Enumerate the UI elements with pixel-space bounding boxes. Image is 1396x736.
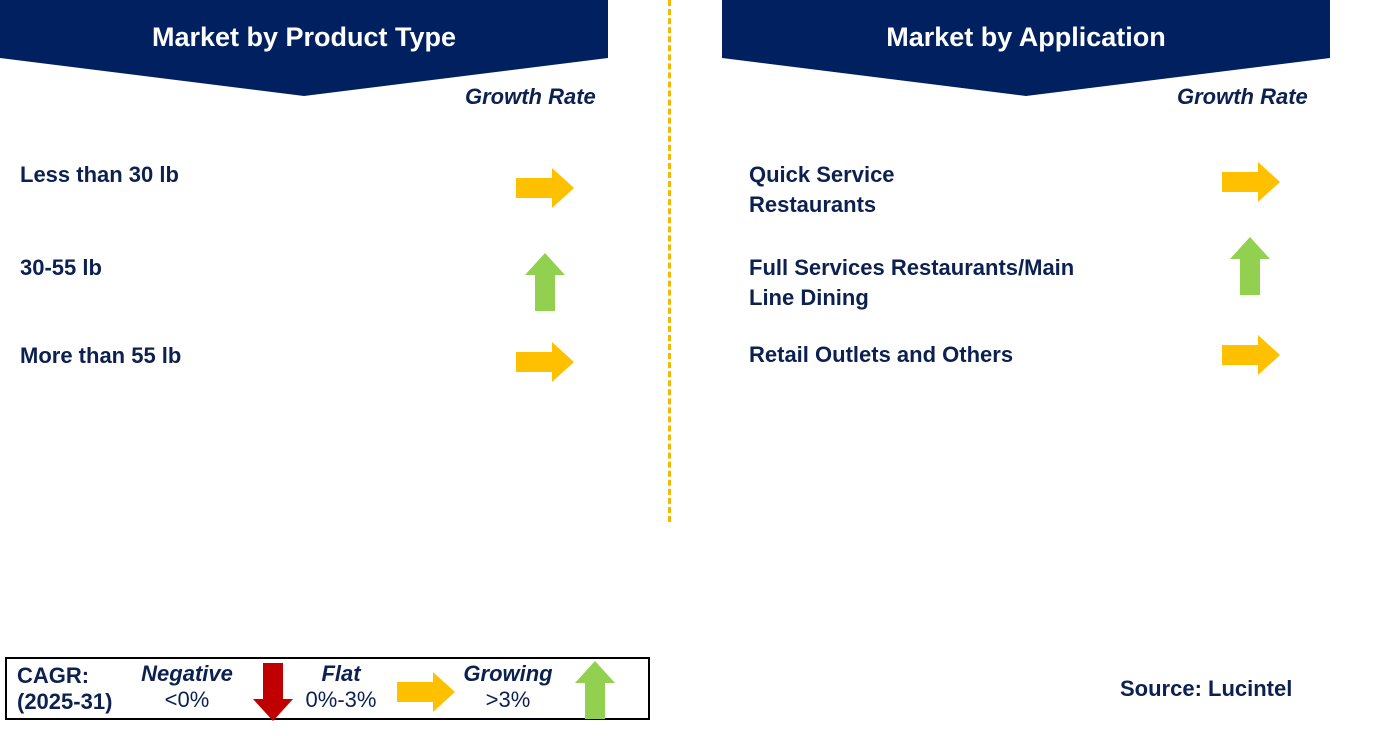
banner-shape	[0, 0, 608, 96]
application-row-label-line: Line Dining	[749, 285, 869, 310]
application-row-label-line: Restaurants	[749, 192, 877, 217]
product-row-label: More than 55 lb	[20, 343, 182, 368]
application-title: Market by Application	[886, 22, 1166, 52]
down-arrow-icon	[253, 663, 293, 721]
legend-growing-label: Growing	[463, 661, 553, 686]
application-row-label-line: Quick Service	[749, 162, 895, 187]
legend-growing-value: >3%	[485, 687, 531, 712]
legend-cagr-line: CAGR:	[17, 663, 90, 688]
product-row-label: 30-55 lb	[20, 255, 102, 280]
panel-divider	[668, 0, 671, 522]
up-arrow-icon	[575, 661, 615, 719]
right-arrow-icon	[516, 342, 574, 382]
right-arrow-icon	[516, 168, 574, 208]
product-row-label: Less than 30 lb	[20, 162, 179, 187]
legend-negative-label: Negative	[141, 661, 233, 686]
application-row-label: Retail Outlets and Others	[749, 340, 1013, 370]
application-row-label: Full Services Restaurants/Main Line Dini…	[749, 253, 1074, 313]
legend-flat-value: 0%-3%	[305, 687, 377, 712]
application-row-label-line: Full Services Restaurants/Main	[749, 255, 1075, 280]
product-type-banner: Market by Product Type	[0, 0, 608, 97]
up-arrow-icon	[525, 253, 565, 311]
right-arrow-icon	[397, 672, 455, 712]
product-type-title: Market by Product Type	[151, 22, 457, 52]
application-row-label-line: Retail Outlets and Others	[749, 342, 1014, 367]
banner-shape	[722, 0, 1330, 96]
left-growth-rate-label: Growth Rate	[465, 84, 596, 109]
legend-cagr-label: CAGR: (2025-31)	[17, 663, 112, 715]
right-arrow-icon	[1222, 162, 1280, 202]
application-banner: Market by Application	[722, 0, 1330, 97]
application-row-label: Quick Service Restaurants	[749, 160, 895, 220]
right-growth-rate-label: Growth Rate	[1177, 84, 1308, 109]
legend-cagr-line: (2025-31)	[17, 689, 113, 714]
legend-flat-label: Flat	[321, 661, 361, 686]
right-arrow-icon	[1222, 335, 1280, 375]
source-label: Source: Lucintel	[1120, 676, 1293, 701]
cagr-legend: CAGR: (2025-31) Negative <0% Flat 0%-3% …	[5, 657, 650, 721]
legend-negative-value: <0%	[164, 687, 210, 712]
up-arrow-icon	[1230, 237, 1270, 295]
